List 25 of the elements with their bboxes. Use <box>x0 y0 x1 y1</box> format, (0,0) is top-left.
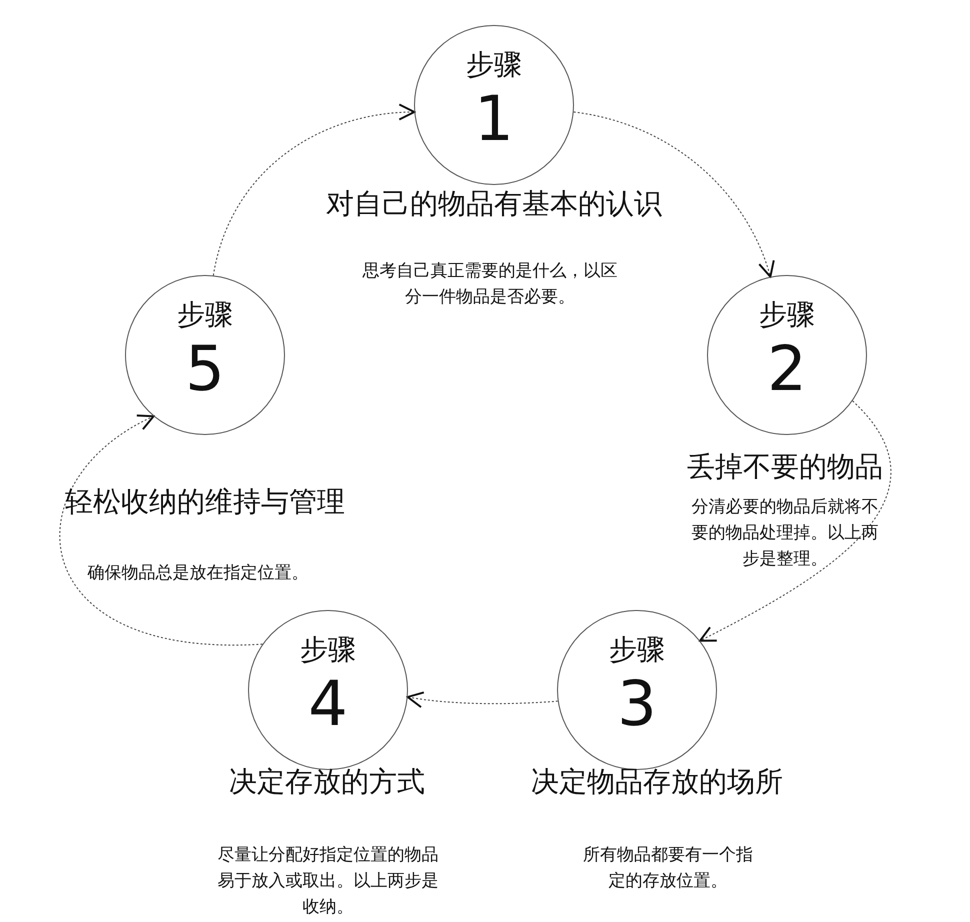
dashed-arrow <box>59 415 263 645</box>
step-title: 决定物品存放的场所 <box>531 764 783 800</box>
step-label: 步骤 <box>176 298 234 332</box>
step-number: 2 <box>766 334 808 404</box>
step-label: 步骤 <box>758 298 816 332</box>
step-description: 思考自己真正需要的是什么，以区分一件物品是否必要。 <box>362 260 618 309</box>
step-label: 步骤 <box>299 633 357 667</box>
step-number: 4 <box>307 669 349 739</box>
step-label: 步骤 <box>608 633 666 667</box>
step-title: 轻松收纳的维持与管理 <box>65 484 345 520</box>
step-number: 1 <box>473 84 515 154</box>
step-title: 决定存放的方式 <box>229 764 425 800</box>
step-description: 分清必要的物品后就将不要的物品处理掉。以上两步是整理。 <box>690 496 880 571</box>
step-title: 对自己的物品有基本的认识 <box>326 186 662 222</box>
step-description: 确保物品总是放在指定位置。 <box>86 562 310 585</box>
step-title: 丢掉不要的物品 <box>687 449 883 485</box>
step-description: 所有物品都要有一个指定的存放位置。 <box>582 844 754 893</box>
dashed-arrow <box>406 691 558 708</box>
step-number: 3 <box>616 669 658 739</box>
dashed-arrow <box>573 111 774 278</box>
step-number: 5 <box>184 334 226 404</box>
step-description: 尽量让分配好指定位置的物品易于放入或取出。以上两步是收纳。 <box>216 844 440 919</box>
dashed-arrow <box>212 104 416 276</box>
step-label: 步骤 <box>465 48 523 82</box>
dashed-arrow <box>699 400 892 642</box>
